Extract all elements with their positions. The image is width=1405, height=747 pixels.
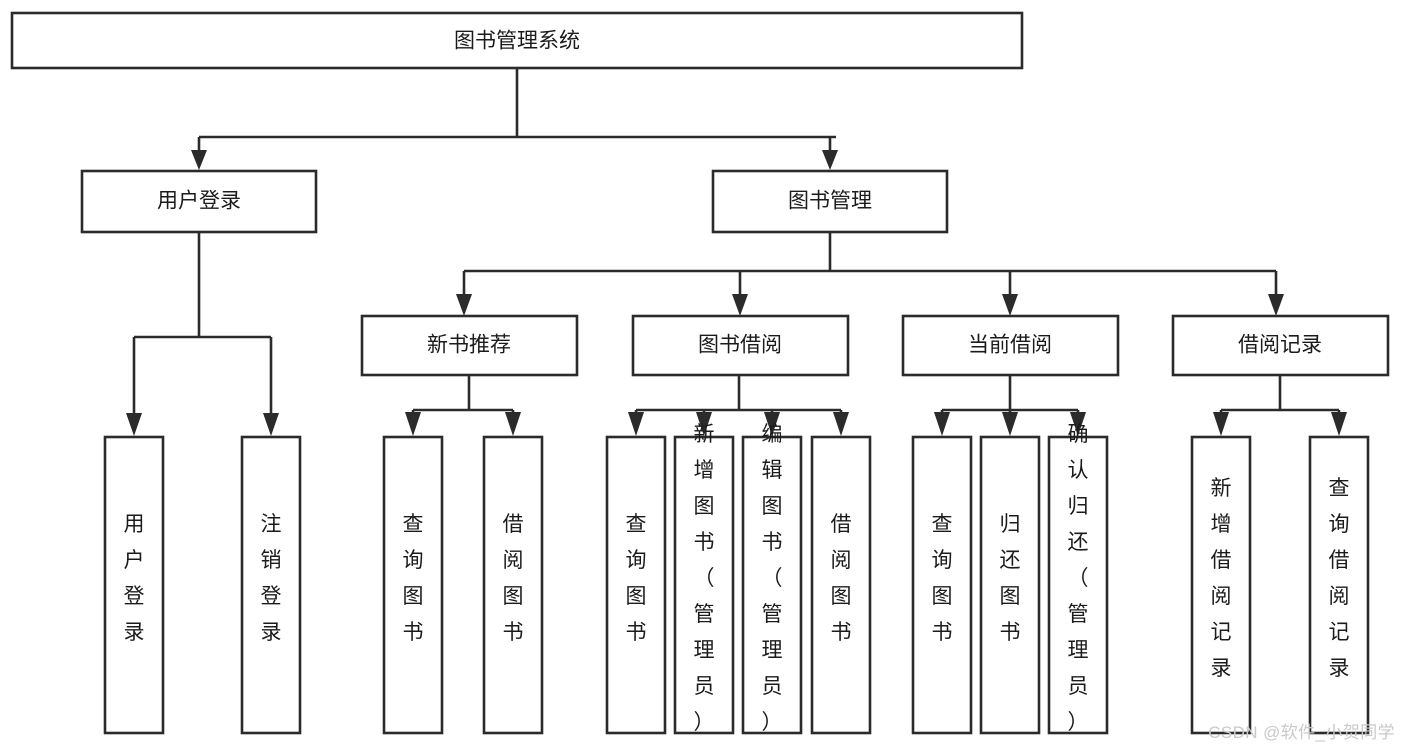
arrow-bb-leaf-2	[696, 412, 712, 436]
leaf-query-record[interactable]: 查询借阅记录	[1308, 435, 1370, 735]
leaf-logout-login[interactable]: 注销登录	[240, 435, 302, 735]
arrow-root-to-book-management	[822, 150, 838, 170]
node-user-login-label: 用户登录	[157, 190, 241, 213]
node-book-management[interactable]: 图书管理	[711, 169, 949, 234]
leaf-borrow-book-2-label: 借阅图书	[831, 513, 852, 644]
node-book-borrow[interactable]: 图书借阅	[631, 314, 850, 377]
arrow-cb-leaf-3	[1070, 412, 1086, 436]
leaf-query-book-1-box[interactable]	[382, 435, 444, 735]
node-user-login[interactable]: 用户登录	[80, 169, 318, 234]
arrow-br-leaf-1	[1213, 412, 1229, 436]
leaf-borrow-book-1-label: 借阅图书	[503, 513, 524, 644]
leaf-add-book-box[interactable]	[673, 435, 735, 735]
arrow-nbr-leaf-2	[505, 412, 521, 436]
leaf-query-book-1[interactable]: 查询图书	[382, 435, 444, 735]
leaf-borrow-book-2-box[interactable]	[810, 435, 872, 735]
leaf-confirm-return[interactable]: 确认归还（管理员）	[1047, 423, 1109, 735]
leaf-borrow-book-2[interactable]: 借阅图书	[810, 435, 872, 735]
leaf-query-book-2[interactable]: 查询图书	[605, 435, 667, 735]
leaf-confirm-return-box[interactable]	[1047, 435, 1109, 735]
arrow-bm-to-current-borrow	[1002, 294, 1018, 316]
leaf-edit-book-label: 编辑图书（管理员）	[762, 423, 783, 734]
leaf-return-book-box[interactable]	[979, 435, 1041, 735]
leaf-query-record-box[interactable]	[1308, 435, 1370, 735]
arrow-user-login-leaf-1	[126, 413, 142, 436]
arrow-user-login-leaf-2	[263, 413, 279, 436]
node-current-borrow[interactable]: 当前借阅	[901, 314, 1120, 377]
arrow-bm-to-borrow-record	[1268, 294, 1284, 316]
leaf-edit-book[interactable]: 编辑图书（管理员）	[741, 423, 803, 735]
arrow-cb-leaf-2	[1002, 412, 1018, 436]
leaf-user-login-label: 用户登录	[124, 513, 145, 644]
node-new-book-recommend[interactable]: 新书推荐	[360, 314, 579, 377]
leaf-add-book[interactable]: 新增图书（管理员）	[673, 423, 735, 735]
leaf-borrow-book-1-box[interactable]	[482, 435, 544, 735]
node-new-book-recommend-box[interactable]	[360, 314, 579, 377]
node-new-book-recommend-label: 新书推荐	[427, 334, 511, 357]
leaf-query-record-label: 查询借阅记录	[1329, 477, 1350, 680]
leaf-borrow-book-1[interactable]: 借阅图书	[482, 435, 544, 735]
node-borrow-record-label: 借阅记录	[1238, 334, 1322, 357]
node-root[interactable]: 图书管理系统	[10, 11, 1024, 70]
csdn-watermark: CSDN @软件_小贺同学	[1208, 723, 1395, 742]
arrow-bm-to-new-book-recommend	[456, 294, 472, 316]
leaf-logout-login-label: 注销登录	[261, 513, 282, 644]
leaf-add-book-label: 新增图书（管理员）	[694, 423, 715, 734]
leaf-query-book-3-box[interactable]	[911, 435, 973, 735]
connector-layer	[126, 68, 1347, 436]
arrow-bb-leaf-4	[833, 412, 849, 436]
node-book-management-label: 图书管理	[788, 190, 872, 213]
node-current-borrow-label: 当前借阅	[968, 334, 1052, 357]
leaf-user-login[interactable]: 用户登录	[103, 435, 165, 735]
leaf-confirm-return-label: 确认归还（管理员）	[1068, 423, 1089, 734]
node-user-login-box[interactable]	[80, 169, 318, 234]
leaf-query-book-3-label: 查询图书	[932, 513, 953, 644]
arrow-nbr-leaf-1	[405, 412, 421, 436]
leaf-add-record[interactable]: 新增借阅记录	[1190, 435, 1252, 735]
arrow-root-to-user-login	[191, 150, 207, 170]
node-book-management-box[interactable]	[711, 169, 949, 234]
node-root-label: 图书管理系统	[454, 30, 580, 53]
arrow-cb-leaf-1	[934, 412, 950, 436]
leaf-query-book-3[interactable]: 查询图书	[911, 435, 973, 735]
leaf-query-book-2-box[interactable]	[605, 435, 667, 735]
leaf-query-book-1-label: 查询图书	[403, 513, 424, 644]
node-book-borrow-box[interactable]	[631, 314, 850, 377]
node-root-box[interactable]	[10, 11, 1024, 70]
arrow-bb-leaf-1	[628, 412, 644, 436]
leaf-return-book[interactable]: 归还图书	[979, 435, 1041, 735]
leaf-add-record-label: 新增借阅记录	[1211, 477, 1232, 680]
node-book-borrow-label: 图书借阅	[698, 334, 782, 357]
leaf-edit-book-box[interactable]	[741, 435, 803, 735]
leaf-add-record-box[interactable]	[1190, 435, 1252, 735]
node-borrow-record[interactable]: 借阅记录	[1171, 314, 1390, 377]
arrow-bm-to-book-borrow	[732, 294, 748, 316]
arrow-br-leaf-2	[1331, 412, 1347, 436]
leaf-return-book-label: 归还图书	[1000, 513, 1021, 644]
leaf-user-login-box[interactable]	[103, 435, 165, 735]
arrow-bb-leaf-3	[764, 412, 780, 436]
leaf-logout-login-box[interactable]	[240, 435, 302, 735]
node-current-borrow-box[interactable]	[901, 314, 1120, 377]
leaf-query-book-2-label: 查询图书	[626, 513, 647, 644]
node-borrow-record-box[interactable]	[1171, 314, 1390, 377]
